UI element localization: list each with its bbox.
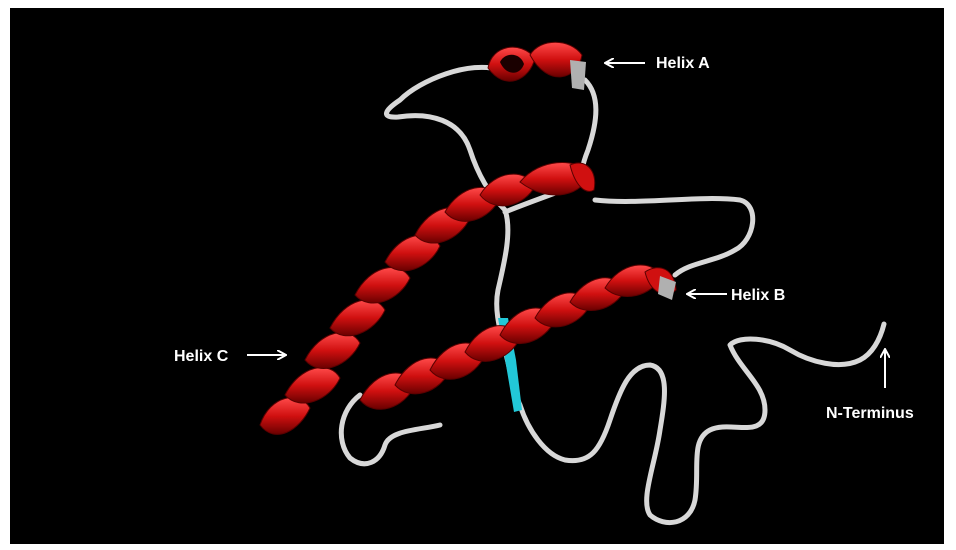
- n-terminus-label: N-Terminus: [826, 405, 914, 422]
- helix-b-label: Helix B: [731, 287, 785, 304]
- helix-a: [488, 42, 586, 90]
- loop-strand-lower: [520, 324, 884, 523]
- loop-right-to-helix-b: [595, 199, 753, 275]
- helix-a-label: Helix A: [656, 55, 710, 72]
- helix-c: [260, 163, 595, 435]
- helix-c-label: Helix C: [174, 348, 229, 365]
